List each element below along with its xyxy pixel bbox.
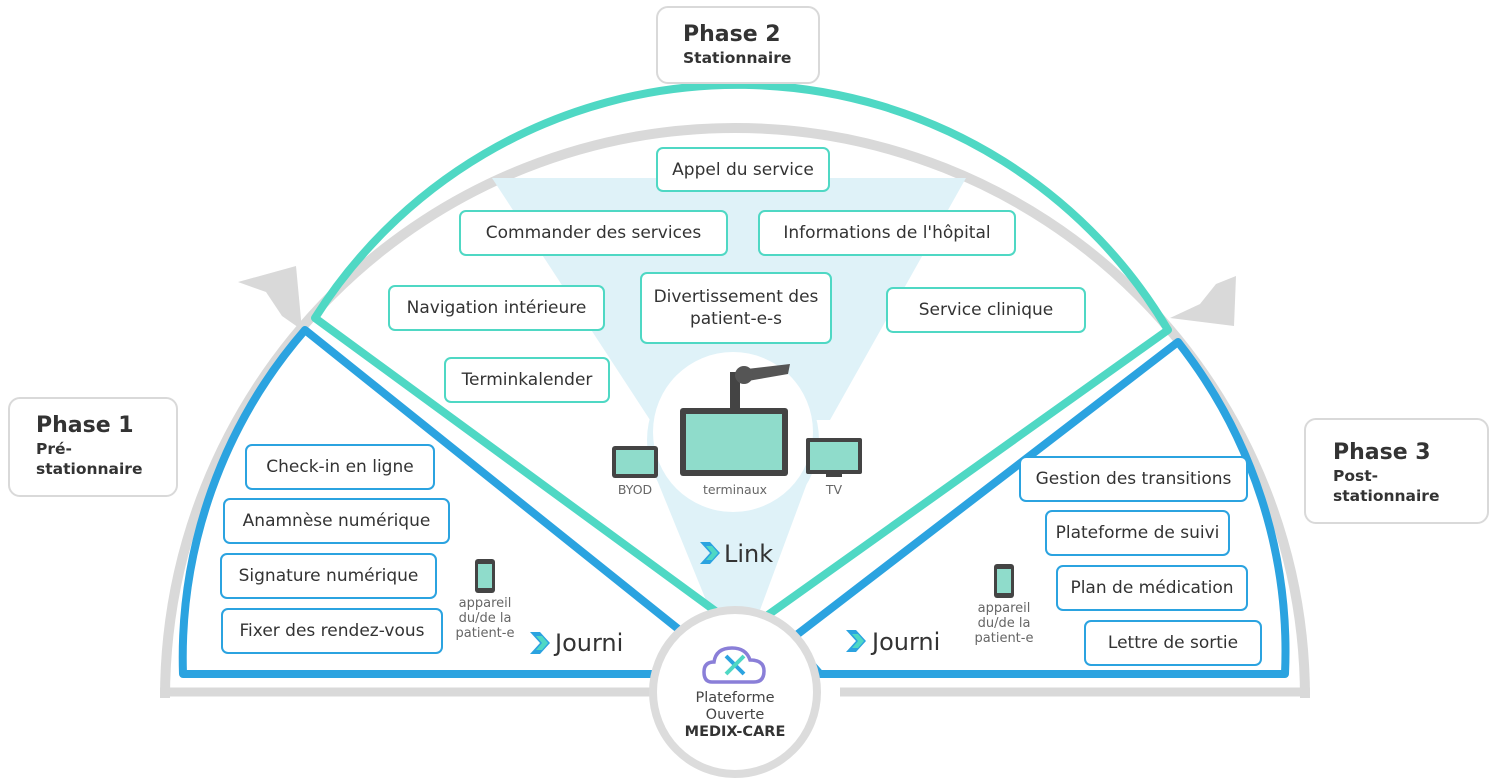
service-clinique: Service clinique: [886, 287, 1086, 333]
phone-icon: [994, 564, 1014, 598]
service-medication: Plan de médication: [1056, 565, 1248, 611]
core-line-3: MEDIX-CARE: [684, 724, 786, 740]
tv-icon: [806, 438, 862, 477]
service-appel: Appel du service: [656, 147, 830, 192]
sector-stationary: [311, 80, 1172, 636]
tv-label: TV: [825, 482, 843, 497]
flow-arrow-right-icon: [1170, 276, 1236, 326]
patient-device-label-left: appareil du/de la patient-e: [455, 596, 515, 641]
service-lettre: Lettre de sortie: [1084, 620, 1262, 666]
terminals-label: terminaux: [702, 482, 768, 497]
chevron-logo-icon: [846, 630, 866, 652]
service-informations: Informations de l'hôpital: [758, 210, 1016, 256]
phase3-subtitle-1: Post-: [1333, 467, 1379, 485]
service-rendezvous: Fixer des rendez-vous: [221, 608, 443, 654]
service-divertissement: Divertissement des patient-e-s: [640, 272, 832, 344]
core-text: Plateforme Ouverte MEDIX-CARE: [675, 690, 795, 741]
phase3-title: Phase 3: [1333, 440, 1431, 465]
phase3-subtitle-2: stationnaire: [1333, 487, 1440, 505]
patient-device-label-right: appareil du/de la patient-e: [974, 601, 1034, 646]
service-commander: Commander des services: [459, 210, 728, 256]
core-line-1: Plateforme: [695, 690, 775, 706]
device-arm-icon: [730, 364, 790, 412]
service-anamnese: Anamnèse numérique: [223, 498, 450, 544]
core-platform: [649, 606, 821, 778]
cloud-logo-icon: [702, 646, 766, 684]
sector-post: [786, 338, 1290, 678]
phase2-title: Phase 2: [683, 22, 781, 47]
service-signature: Signature numérique: [220, 553, 437, 599]
phase1-box: Phase 1 Pré- stationnaire: [8, 397, 178, 497]
service-checkin: Check-in en ligne: [245, 444, 435, 490]
service-terminkalender: Terminkalender: [444, 357, 610, 403]
phase2-box: Phase 2 Stationnaire: [656, 6, 820, 84]
phase1-subtitle-2: stationnaire: [36, 460, 143, 478]
journi-brand-left: Journi: [555, 629, 624, 657]
phase2-subtitle: Stationnaire: [683, 49, 792, 67]
journi-brand-right: Journi: [872, 628, 941, 656]
phone-icon: [475, 559, 495, 593]
core-line-2: Ouverte: [705, 707, 765, 723]
tablet-icon: [612, 446, 658, 478]
phase1-title: Phase 1: [36, 413, 134, 438]
service-navigation: Navigation intérieure: [388, 285, 605, 331]
monitor-icon: [680, 408, 788, 476]
phase1-subtitle-1: Pré-: [36, 440, 72, 458]
sector-pre: [178, 326, 696, 678]
chevron-logo-icon: [700, 542, 720, 564]
chevron-logo-icon: [530, 632, 550, 654]
byod-label: BYOD: [617, 482, 653, 497]
link-brand: Link: [724, 540, 774, 568]
service-transitions: Gestion des transitions: [1019, 456, 1248, 502]
flow-arrow-left-icon: [238, 266, 302, 330]
service-suivi: Plateforme de suivi: [1045, 510, 1230, 556]
phase3-box: Phase 3 Post- stationnaire: [1304, 418, 1489, 524]
